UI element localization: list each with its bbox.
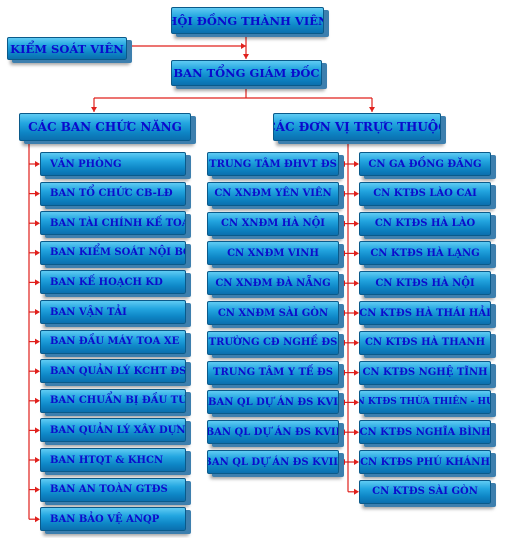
branch-branch-arrow (354, 161, 359, 167)
functional-board-item: BAN BẢO VỆ ANQP (40, 507, 186, 532)
unit-item: TRUNG TÂM ĐHVT ĐS (207, 152, 339, 176)
functional-branch-arrow (35, 486, 40, 493)
unit-item: TRUNG TÂM Y TẾ ĐS (207, 360, 339, 385)
unit-item: BAN QL DỰ ÁN ĐS KVIII (207, 450, 339, 474)
functional-branch-arrow (35, 427, 40, 434)
functional-branch-arrow (35, 220, 40, 227)
branch-item: CN KTĐS HÀ NỘI (359, 271, 491, 296)
branch-item: CN KTĐS PHÚ KHÁNH (359, 450, 491, 474)
branch-item: CN GA ĐỒNG ĐĂNG (359, 152, 491, 176)
branch-item: CN KTĐS LÀO CAI (359, 181, 491, 206)
unit-item: CN XNĐM YÊN VIÊN (207, 181, 339, 206)
unit-branch-arrow (340, 161, 345, 167)
functional-board-item: BAN CHUẨN BỊ ĐẦU TƯ (40, 388, 186, 413)
unit-branch-arrow (340, 190, 345, 197)
board-box: HỘI ĐỒNG THÀNH VIÊN (171, 7, 324, 34)
unit-branch-arrow (340, 339, 345, 346)
unit-item: TRƯỜNG CĐ NGHỀ ĐS (207, 330, 339, 355)
unit-branch-arrow (340, 399, 345, 406)
branch-item: CN KTĐS THỪA THIÊN - HUẾ (359, 390, 491, 415)
branch-item: CN KTĐS SÀI GÒN (359, 479, 491, 504)
functional-branch-arrow (35, 397, 40, 404)
functional-branch-arrow (35, 516, 40, 523)
unit-item: BAN QL DỰ ÁN ĐS KVII (207, 420, 339, 445)
branch-branch-arrow (354, 250, 359, 257)
functional-board-item: BAN AN TOÀN GTĐS (40, 477, 186, 502)
branch-branch-arrow (354, 399, 359, 406)
board-to-director-arrow (243, 54, 249, 59)
functional-branch-arrow (35, 309, 40, 315)
functional-board-item: BAN QUẢN LÝ KCHT ĐS (40, 359, 186, 384)
branch-branch-arrow (354, 488, 359, 495)
unit-item: CN XNĐM HÀ NỘI (207, 211, 339, 236)
branch-item: CN KTĐS HÀ LẠNG (359, 241, 491, 266)
functional-board-item: BAN TÀI CHÍNH KẾ TOÁN (40, 211, 186, 236)
supervisor-connector-arrow (241, 43, 246, 49)
unit-branch-arrow (340, 459, 345, 465)
branch-branch-arrow (354, 369, 359, 376)
unit-item: CN XNĐM SÀI GÒN (207, 301, 339, 325)
branch-branch-arrow (354, 310, 359, 316)
functional-branch-arrow (35, 457, 40, 463)
unit-item: BAN QL DỰ ÁN ĐS KVI (207, 390, 339, 415)
branch-item: CN KTĐS NGHĨA BÌNH (359, 420, 491, 445)
to-functional-arrow (91, 107, 97, 112)
functional-board-item: BAN KIỂM SOÁT NỘI BỘ (40, 240, 186, 265)
branch-branch-arrow (354, 190, 359, 197)
unit-item: CN XNĐM ĐÀ NẴNG (207, 271, 339, 296)
functional-branch-arrow (35, 190, 40, 197)
branch-branch-arrow (354, 429, 359, 436)
branch-item: CN KTĐS HÀ LÀO (359, 211, 491, 236)
general-director-box: BAN TỔNG GIÁM ĐỐC (171, 60, 322, 86)
unit-branch-arrow (340, 280, 345, 287)
functional-board-item: BAN TỔ CHỨC CB-LĐ (40, 181, 186, 206)
unit-branch-arrow (340, 250, 345, 257)
functional-board-item: BAN VẬN TẢI (40, 300, 186, 324)
functional-branch-arrow (35, 338, 40, 345)
subsidiary-units-header: CÁC ĐƠN VỊ TRỰC THUỘC (273, 113, 441, 141)
branch-branch-arrow (354, 280, 359, 287)
to-units-arrow (369, 107, 375, 112)
functional-branch-arrow (35, 368, 40, 375)
unit-branch-arrow (340, 220, 345, 227)
unit-branch-arrow (340, 429, 345, 436)
branch-item: CN KTĐS HÀ THÁI HẢI (359, 301, 491, 325)
branch-item: CN KTĐS HÀ THANH (359, 330, 491, 355)
unit-branch-arrow (340, 310, 345, 316)
functional-board-item: VĂN PHÒNG (40, 152, 186, 176)
branch-branch-arrow (354, 459, 359, 465)
functional-board-item: BAN HTQT & KHCN (40, 448, 186, 472)
branch-item: CN KTĐS NGHỆ TĨNH (359, 360, 491, 385)
unit-branch-arrow (340, 369, 345, 376)
functional-branch-arrow (35, 249, 40, 256)
branch-branch-arrow (354, 220, 359, 227)
functional-branch-arrow (35, 161, 40, 167)
functional-boards-header: CÁC BAN CHỨC NĂNG (19, 113, 191, 141)
unit-item: CN XNĐM VINH (207, 241, 339, 266)
supervisor-box: KIỂM SOÁT VIÊN (7, 37, 127, 60)
functional-board-item: BAN KẾ HOẠCH KD (40, 270, 186, 295)
branch-branch-arrow (354, 339, 359, 346)
functional-board-item: BAN QUẢN LÝ XÂY DỰNG (40, 418, 186, 443)
functional-board-item: BAN ĐẦU MÁY TOA XE (40, 329, 186, 354)
functional-branch-arrow (35, 279, 40, 286)
